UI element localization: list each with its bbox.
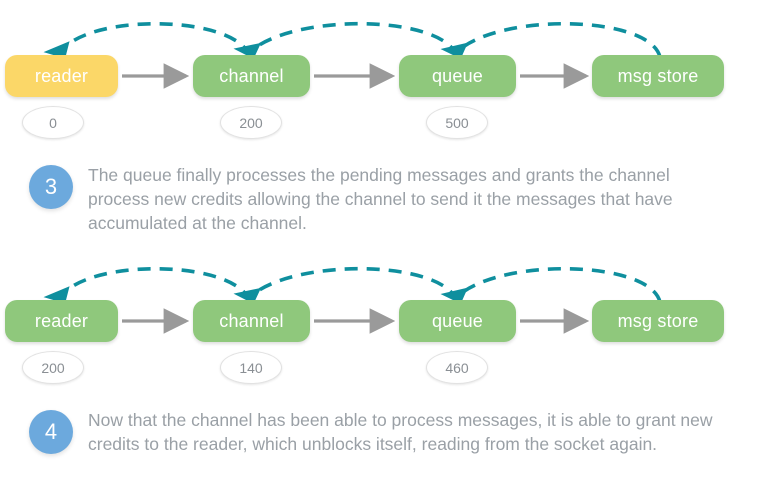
node-label: queue (431, 310, 484, 331)
step-number-badge: 4 (29, 410, 73, 454)
step-number-badge: 3 (29, 165, 73, 209)
node-label: queue (431, 65, 484, 86)
step-number: 3 (44, 174, 58, 199)
node-reader[interactable]: reader (5, 55, 118, 97)
credit-badge-reader: 0 (22, 106, 84, 139)
badge-value: 500 (445, 114, 469, 131)
node-label: msg store (617, 310, 699, 331)
credit-badge-channel: 200 (220, 106, 282, 139)
credit-badge-channel: 140 (220, 351, 282, 384)
node-label: reader (34, 65, 89, 86)
node-channel[interactable]: channel (193, 300, 310, 342)
node-queue[interactable]: queue (399, 55, 516, 97)
badge-value: 140 (239, 359, 263, 376)
credit-arrow-msgstore-to-queue (440, 267, 662, 314)
node-channel[interactable]: channel (193, 55, 310, 97)
node-label: channel (219, 310, 284, 331)
credit-arrow-channel-to-reader (43, 22, 252, 69)
node-queue[interactable]: queue (399, 300, 516, 342)
node-msg-store[interactable]: msg store (592, 300, 724, 342)
step-description: Now that the channel has been able to pr… (88, 410, 713, 454)
credit-arrow-queue-to-channel (233, 267, 459, 314)
node-label: channel (219, 65, 284, 86)
badge-value: 200 (41, 359, 65, 376)
credit-badge-queue: 500 (426, 106, 488, 139)
badge-value: 200 (239, 114, 263, 131)
credit-arrow-channel-to-reader (43, 267, 252, 314)
credit-badge-reader: 200 (22, 351, 84, 384)
step-4: 4 Now that the channel has been able to … (0, 408, 769, 456)
node-label: msg store (617, 65, 699, 86)
pipeline-diagram-bottom: reader channel queue msg store 200 140 4… (0, 245, 769, 395)
step-description: The queue finally processes the pending … (88, 165, 673, 233)
step-number: 4 (44, 419, 58, 444)
pipeline-diagram-top: reader channel queue msg store 0 200 500 (0, 0, 769, 150)
credit-arrow-msgstore-to-queue (440, 22, 662, 69)
node-reader[interactable]: reader (5, 300, 118, 342)
credit-arrow-queue-to-channel (233, 22, 459, 69)
step-3: 3 The queue finally processes the pendin… (0, 163, 769, 235)
node-msg-store[interactable]: msg store (592, 55, 724, 97)
node-label: reader (34, 310, 89, 331)
badge-value: 0 (49, 114, 57, 131)
credit-badge-queue: 460 (426, 351, 488, 384)
badge-value: 460 (445, 359, 469, 376)
